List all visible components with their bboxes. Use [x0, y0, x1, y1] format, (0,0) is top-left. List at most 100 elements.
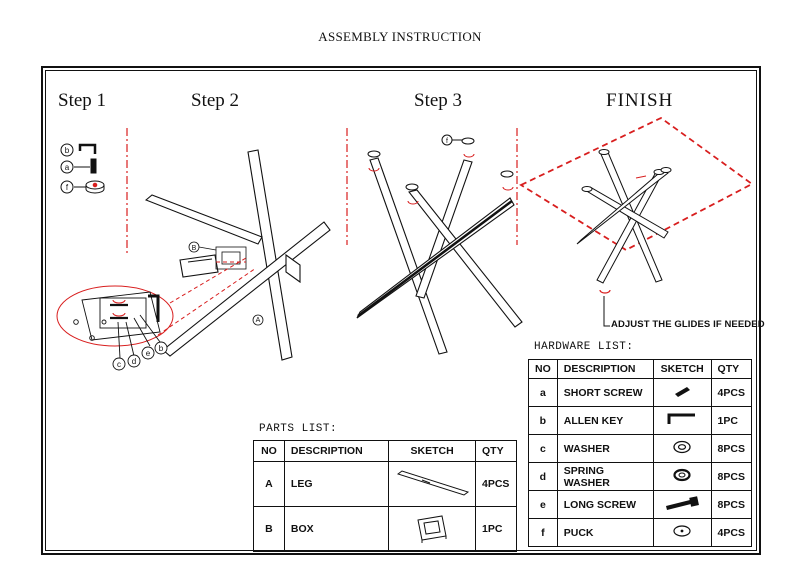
tabletop-outline [519, 116, 754, 252]
spring-washer-icon [673, 468, 691, 482]
table-row: c WASHER 8PCS [528, 434, 753, 463]
cell-description: SHORT SCREW [556, 378, 654, 407]
leg-horizontal [144, 194, 263, 245]
cell-no: d [528, 462, 558, 491]
col-description: DESCRIPTION [556, 359, 654, 379]
leg-diagonal [162, 221, 331, 357]
callout-f-step3: f [446, 138, 448, 145]
leg-icon [397, 469, 470, 496]
short-screw-icon [90, 158, 97, 174]
table-row: B BOX 1PC [253, 506, 517, 552]
cell-no: A [253, 461, 285, 507]
cell-no: e [528, 490, 558, 519]
cell-description: LEG [283, 461, 390, 507]
cell-no: B [253, 506, 285, 552]
callout-c: c [117, 360, 121, 369]
box-part [179, 254, 219, 278]
step3-leg-1 [369, 157, 448, 355]
cell-no: a [528, 378, 558, 407]
cell-qty: 1PC [475, 506, 517, 552]
callout-d: d [132, 357, 136, 366]
puck-icon [673, 525, 691, 537]
table-row: f PUCK 4PCS [528, 518, 753, 547]
table-header-row: NO DESCRIPTION SKETCH QTY [528, 359, 753, 379]
zoom-dashes [56, 257, 257, 347]
step1-hardware [60, 143, 105, 194]
box-icon [417, 514, 447, 543]
table-row: A LEG 4PCS [253, 461, 517, 507]
allen-key-icon [667, 413, 696, 424]
cell-description: SPRING WASHER [556, 462, 654, 491]
short-screw-icon [675, 387, 691, 397]
finish-label: FINISH [606, 90, 674, 111]
long-screw-icon [666, 496, 700, 510]
cell-sketch [652, 406, 712, 435]
table-row: e LONG SCREW 8PCS [528, 490, 753, 519]
callout-f-circle [60, 180, 74, 194]
table-row: b ALLEN KEY 1PC [528, 406, 753, 435]
cell-description: ALLEN KEY [556, 406, 654, 435]
cell-sketch [652, 378, 712, 407]
col-description: DESCRIPTION [283, 440, 390, 462]
cell-description: BOX [283, 506, 390, 552]
cell-qty: 8PCS [710, 462, 753, 491]
cell-qty: 4PCS [710, 378, 753, 407]
step2-legs [144, 149, 331, 361]
parts-list-table: NO DESCRIPTION SKETCH QTY A LEG 4PCS B B… [253, 440, 517, 552]
step1-label: Step 1 [58, 90, 107, 111]
leg-vertical [247, 149, 293, 361]
cell-sketch [652, 462, 712, 491]
col-no: NO [253, 440, 285, 462]
zoom-detail [73, 291, 168, 371]
col-qty: QTY [475, 440, 517, 462]
cell-qty: 4PCS [475, 461, 517, 507]
cell-qty: 8PCS [710, 434, 753, 463]
finish-legs [576, 149, 669, 284]
table-header-row: NO DESCRIPTION SKETCH QTY [253, 440, 517, 462]
table-row: d SPRING WASHER 8PCS [528, 462, 753, 491]
cell-qty: 8PCS [710, 490, 753, 519]
step2-label: Step 2 [191, 90, 240, 111]
col-qty: QTY [710, 359, 753, 379]
callout-b: b [65, 146, 70, 155]
callout-f: f [66, 183, 69, 192]
step2-box-detail [188, 241, 264, 326]
cell-description: WASHER [556, 434, 654, 463]
col-no: NO [528, 359, 558, 379]
hardware-list-table: NO DESCRIPTION SKETCH QTY a SHORT SCREW … [528, 359, 753, 547]
cell-sketch [652, 518, 712, 547]
callout-a: a [65, 163, 70, 172]
hardware-list-title: HARDWARE LIST: [534, 341, 634, 353]
cell-description: LONG SCREW [556, 490, 654, 519]
callout-b-zoom: b [159, 344, 164, 353]
washer-icon [673, 440, 691, 454]
callout-a-circle [60, 160, 74, 174]
cell-sketch [388, 506, 476, 552]
col-sketch: SKETCH [388, 440, 476, 462]
cell-qty: 4PCS [710, 518, 753, 547]
cell-sketch [388, 461, 476, 507]
cell-no: f [528, 518, 558, 547]
cell-no: b [528, 406, 558, 435]
step3-leg-3 [408, 189, 523, 328]
cell-no: c [528, 434, 558, 463]
step3-pucks [367, 137, 514, 191]
cell-sketch [652, 434, 712, 463]
cell-sketch [652, 490, 712, 519]
allen-key-icon [78, 143, 97, 154]
cell-qty: 1PC [710, 406, 753, 435]
callout-B: B [192, 245, 197, 252]
cell-description: PUCK [556, 518, 654, 547]
parts-list-title: PARTS LIST: [259, 423, 338, 435]
step3-legs [356, 157, 523, 355]
document-title: ASSEMBLY INSTRUCTION [318, 29, 482, 44]
col-sketch: SKETCH [652, 359, 712, 379]
adjust-glides-note: ADJUST THE GLIDES IF NEEDED [611, 319, 765, 330]
step-dividers [126, 128, 518, 255]
callout-A: A [256, 317, 261, 324]
table-row: a SHORT SCREW 4PCS [528, 378, 753, 407]
callout-b-circle [60, 143, 74, 157]
callout-e: e [146, 349, 151, 358]
step3-label: Step 3 [414, 90, 463, 111]
